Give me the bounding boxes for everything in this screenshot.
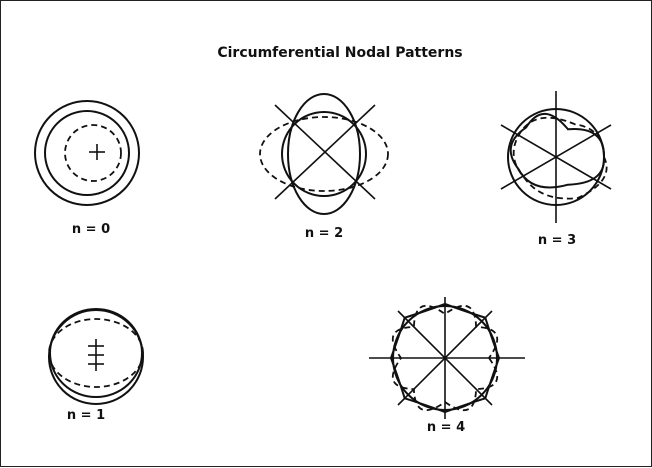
mode-n4-diagram: n = 4 [369, 297, 525, 435]
undeformed-circle [281, 111, 367, 197]
mode-n3-diagram: n = 3 [500, 91, 612, 248]
mode-label-n0: n = 0 [72, 222, 110, 237]
mode-label-n1: n = 1 [67, 408, 105, 423]
mode-n1-diagram: n = 1 [48, 308, 144, 423]
deformed-dashed-circle [48, 318, 144, 388]
mode-label-n2: n = 2 [305, 226, 343, 241]
outer-solid-circle [34, 100, 140, 206]
mode-label-n3: n = 3 [538, 233, 576, 248]
vertical-oval-solid [287, 93, 361, 215]
mode-n2-diagram: n = 2 [259, 93, 389, 241]
nodal-line-2 [274, 104, 376, 200]
nodal-line-4 [397, 310, 493, 406]
middle-solid-circle [44, 110, 130, 196]
horizontal-oval-dashed [259, 116, 389, 192]
mode-label-n4: n = 4 [427, 420, 465, 435]
nodal-line-3 [500, 124, 612, 190]
mode-n0-diagram: n = 0 [34, 100, 140, 237]
deformed-shape-solid [509, 112, 606, 189]
figure-title: Circumferential Nodal Patterns [217, 45, 463, 61]
deformed-dashed-circle [64, 124, 122, 182]
deformed-shape-dashed [512, 116, 608, 200]
shifted-solid-circle [49, 308, 143, 398]
